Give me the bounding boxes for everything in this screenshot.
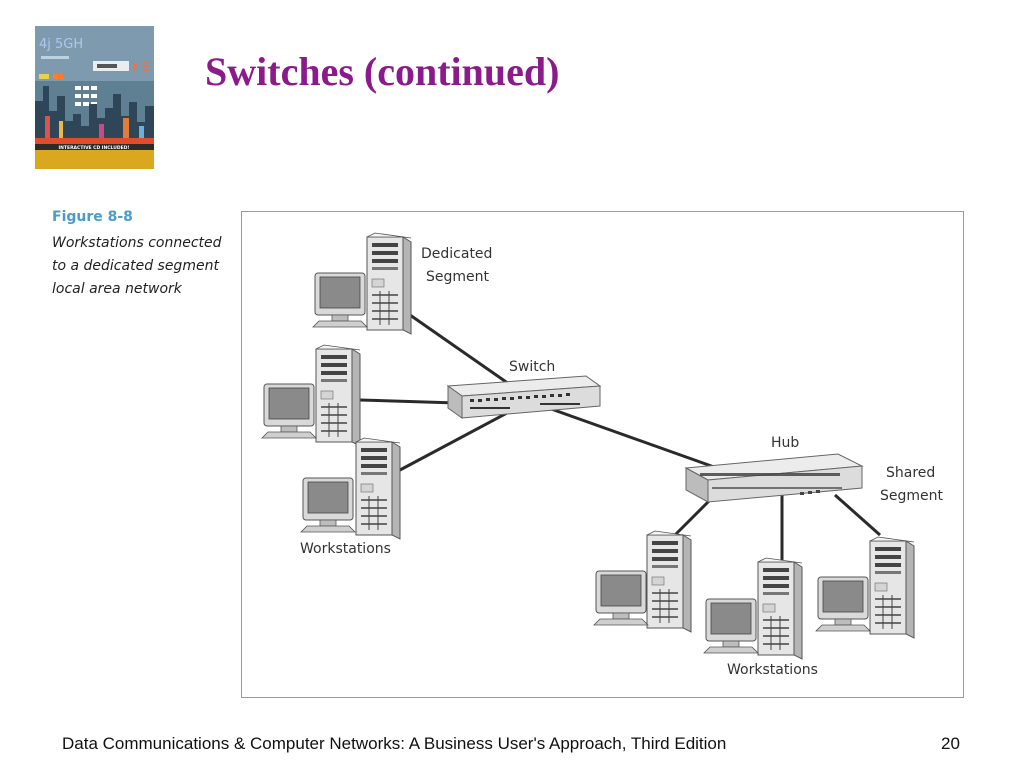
page-number: 20 bbox=[941, 734, 960, 753]
cover-banner-text: INTERACTIVE CD INCLUDED! bbox=[58, 145, 129, 151]
figure-caption-line: local area network bbox=[52, 281, 182, 297]
label-switch: Switch bbox=[509, 359, 555, 375]
figure-caption: Workstations connected to a dedicated se… bbox=[52, 232, 232, 301]
label-workstations-left: Workstations bbox=[300, 541, 391, 557]
workstation-left-middle bbox=[261, 344, 361, 447]
hub-device bbox=[684, 453, 864, 503]
book-cover-image: 4j 5GH r S INTERACTIVE CD INCLUDED! bbox=[35, 26, 154, 169]
figure-number: Figure 8-8 bbox=[52, 209, 133, 225]
label-workstations-bottom: Workstations bbox=[727, 662, 818, 678]
figure-frame bbox=[241, 211, 964, 698]
label-shared-segment: Segment bbox=[880, 488, 944, 504]
workstation-left-bottom bbox=[300, 437, 401, 540]
workstation-hub-3 bbox=[815, 536, 915, 639]
label-shared: Shared bbox=[886, 465, 935, 481]
workstation-dedicated bbox=[312, 232, 412, 335]
switch-device bbox=[446, 375, 602, 419]
figure-caption-line: to a dedicated segment bbox=[52, 258, 219, 274]
label-segment: Segment bbox=[426, 269, 490, 285]
workstation-hub-1 bbox=[593, 530, 692, 633]
label-hub: Hub bbox=[771, 435, 799, 451]
svg-text:4j 5GH: 4j 5GH bbox=[39, 37, 83, 52]
slide-footer: Data Communications & Computer Networks:… bbox=[62, 734, 727, 753]
network-cables bbox=[359, 313, 881, 562]
svg-text:r S: r S bbox=[133, 60, 149, 74]
workstation-hub-2 bbox=[703, 557, 803, 660]
figure-caption-line: Workstations connected bbox=[52, 235, 222, 251]
slide-title: Switches (continued) bbox=[205, 49, 560, 94]
label-dedicated: Dedicated bbox=[421, 246, 492, 262]
